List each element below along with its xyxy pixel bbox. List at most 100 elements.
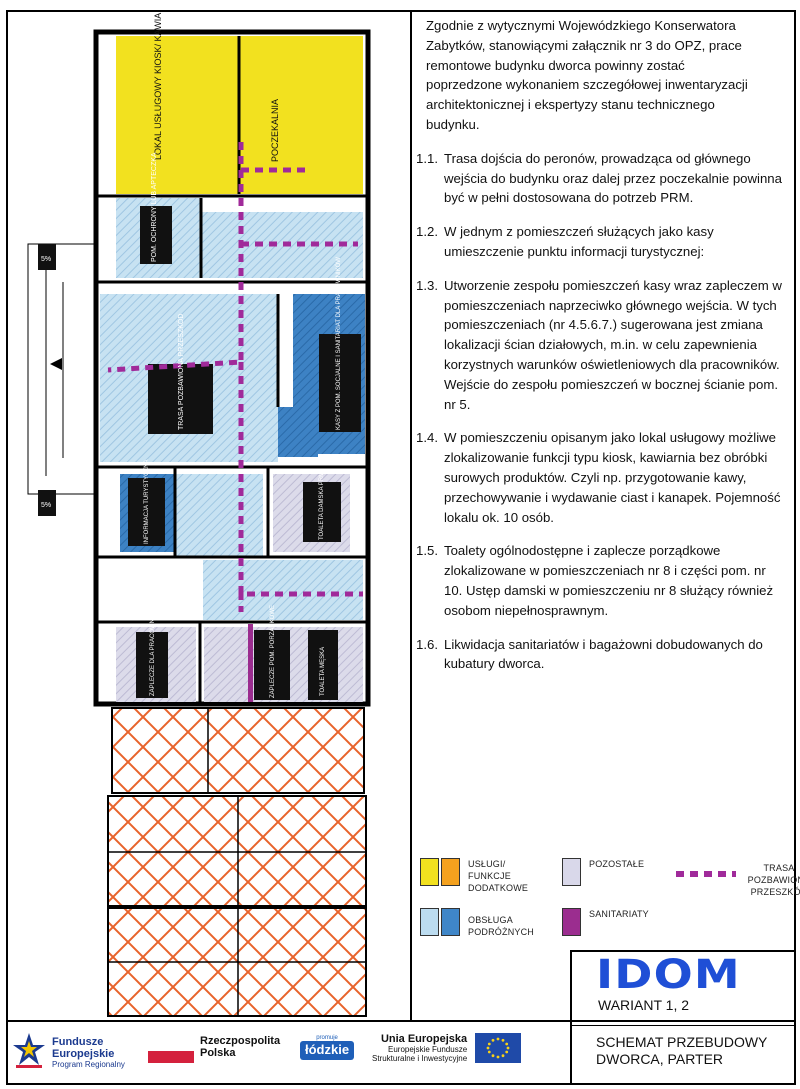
note-item: 1.2. W jednym z pomieszczeń służących jak… — [416, 222, 794, 262]
level-mark-bottom-text: 5% — [41, 502, 51, 509]
swatch-uslugi-b — [441, 858, 460, 886]
ue-sub-line2: Strukturalne i Inwestycyjne — [372, 1054, 468, 1063]
note-item: 1.6. Likwidacja sanitariatów i bagażowni … — [416, 635, 794, 675]
note-number: 1.2. — [416, 224, 438, 240]
entrance-ramp — [27, 243, 97, 495]
room-zp-label-bg — [136, 632, 168, 698]
sheet-divider — [410, 10, 412, 1020]
note-text: Utworzenie zespołu pomieszczeń kasy wraz… — [444, 277, 782, 412]
note-item: 1.1. Trasa dojścia do peronów, prowadząca… — [416, 149, 794, 208]
label-trasa: TRASA POZBAWIONA PRZESZKÓD — [176, 314, 185, 430]
annex-walls — [108, 708, 366, 1016]
notes-list: 1.1. Trasa dojścia do peronów, prowadząca… — [416, 149, 794, 674]
legend-sanitariaty-label: SANITARIATY — [589, 909, 649, 919]
swatch-trasa — [676, 871, 736, 877]
note-item: 1.5.Toalety ogólnodostępne i zaplecze po… — [416, 541, 794, 620]
legend-trasa-label: TRASA POZBAWIONA PRZESZKÓD — [747, 863, 800, 897]
ue-sub-line1: Europejskie Fundusze — [388, 1045, 468, 1054]
notes-intro: Zgodnie z wytycznymi Wojewódzkiego Konse… — [426, 18, 748, 132]
room-lower-hall — [203, 560, 363, 620]
rp-name-line1: Rzeczpospolita — [200, 1035, 281, 1047]
label-zaplecze-prac: ZAPLECZE DLA PRACOWNIKÓW — [149, 603, 156, 696]
titleblock-line — [570, 950, 572, 1085]
notes-panel: Zgodnie z wytycznymi Wojewódzkiego Konse… — [416, 16, 794, 688]
lodzkie-top: promuje — [316, 1035, 338, 1041]
note-number: 1.1. — [416, 150, 438, 166]
sheet-frame — [6, 10, 796, 1085]
label-lokal: LOKAL USŁUGOWY KIOSK/ KAWIARNIA — [153, 12, 163, 160]
legend-pozostale-label: POZOSTAŁE — [589, 859, 645, 869]
note-text: Toalety ogólnodostępne i zaplecze porząd… — [444, 543, 774, 618]
room-corridor-low — [175, 474, 263, 556]
note-text: W pomieszczeniu opisanym jako lokal usłu… — [444, 430, 781, 525]
logo-unia-europejska: Unia Europejska Europejskie Fundusze Str… — [372, 1033, 522, 1063]
ue-name: Unia Europejska — [380, 1033, 468, 1045]
swatch-pozostale — [562, 858, 581, 886]
level-mark-bottom — [38, 490, 56, 516]
room-posterunek — [140, 206, 172, 264]
rp-name-line2: Polska — [200, 1047, 236, 1059]
note-text: W jednym z pomieszczeń służących jako ka… — [444, 224, 714, 259]
label-kasy: KASY Z POM. SOCJALNE I SANITARIAT DLA PR… — [335, 257, 342, 430]
room-tm-label-bg — [308, 630, 338, 700]
fe-sub: Program Regionalny — [52, 1059, 125, 1069]
legend-sanitariaty: SANITARIATY — [562, 908, 649, 936]
fe-name-line2: Europejskie — [52, 1047, 115, 1060]
label-toaleta-meska: TOALETA MĘSKA — [320, 647, 326, 696]
level-mark-top-text: 5% — [41, 256, 51, 263]
note-item: 1.3. Utworzenie zespołu pomieszczeń kasy … — [416, 276, 794, 415]
legend-obsluga-label: OBSŁUGA PODRÓŻNYCH — [468, 915, 535, 937]
legend-obsluga: OBSŁUGA PODRÓŻNYCH — [420, 908, 538, 938]
label-zaplecze-porz: ZAPLECZE POM. PORZĄDKOWE — [270, 605, 276, 698]
level-mark-top — [38, 244, 56, 270]
room-lokal — [116, 36, 239, 194]
trasa-route — [107, 142, 363, 612]
titleblock-line — [6, 1020, 796, 1022]
eu-flag-icon — [475, 1033, 522, 1063]
room-row2-right — [201, 212, 363, 278]
legend-uslugi-label: USŁUGI/ FUNKCJE DODATKOWE — [468, 859, 529, 893]
swatch-obsluga-a — [420, 908, 439, 936]
drawing-title-line1: SCHEMAT PRZEBUDOWY — [596, 1034, 768, 1050]
demolition-annex-top — [111, 707, 365, 794]
note-text: Trasa dojścia do peronów, prowadząca od … — [444, 150, 782, 206]
fe-star-icon — [13, 1033, 45, 1068]
label-informacja: INFORMACJA TURYSTYCZNA — [144, 460, 150, 544]
swatch-uslugi-a — [420, 858, 439, 886]
label-posterunek: POM. OCHRONY LUB APTECZKA — [151, 152, 158, 262]
funding-logos: Fundusze Europejskie Program Regionalny … — [8, 1023, 568, 1083]
logo-fundusze-europejskie: Fundusze Europejskie Program Regionalny — [12, 1031, 125, 1073]
logo-rzeczpospolita: Rzeczpospolita Polska — [148, 1035, 281, 1067]
titleblock-line — [570, 1025, 796, 1026]
legend-pozostale: POZOSTAŁE — [562, 858, 644, 886]
room-kasy-lower — [278, 407, 318, 457]
floor-plan: LOKAL USŁUGOWY KIOSK/ KAWIARNIA POCZEKAL… — [27, 12, 371, 1017]
lodzkie-badge: łódzkie — [300, 1041, 355, 1060]
note-item: 1.4. W pomieszczeniu opisanym jako lokal … — [416, 428, 794, 527]
swatch-sanitariaty — [562, 908, 581, 936]
note-number: 1.4. — [416, 430, 438, 446]
fe-name-line1: Fundusze — [52, 1035, 104, 1048]
titleblock-line — [570, 950, 796, 952]
note-text: Likwidacja sanitariatów i bagażowni dobu… — [444, 636, 763, 672]
entrance-arrow — [50, 358, 62, 370]
note-number: 1.3. — [416, 277, 438, 293]
room-zpp-label-bg — [254, 630, 290, 700]
logo-lodzkie: promuje łódzkie — [300, 1035, 355, 1060]
company-logo: IDOM — [596, 952, 741, 998]
room-trasa-label-bg — [148, 364, 213, 434]
pl-flag-red — [148, 1051, 194, 1063]
legend: USŁUGI/ FUNKCJE DODATKOWE OBSŁUGA PODRÓŻ… — [412, 848, 800, 948]
variant-label: WARIANT 1, 2 — [598, 997, 690, 1013]
legend-uslugi: USŁUGI/ FUNKCJE DODATKOWE — [420, 858, 538, 894]
interior-walls — [96, 194, 368, 704]
note-number: 1.6. — [416, 636, 438, 652]
swatch-obsluga-b — [441, 908, 460, 936]
legend-trasa: TRASA POZBAWIONA PRZESZKÓD — [674, 862, 800, 898]
sanitary-wall — [248, 624, 253, 702]
drawing-title-line2: DWORCA, PARTER — [596, 1051, 724, 1067]
drawing-title: SCHEMAT PRZEBUDOWY DWORCA, PARTER — [596, 1034, 767, 1068]
demolition-annex-mid — [107, 795, 367, 907]
room-td-label-bg — [303, 482, 341, 542]
label-toaleta-damska: TOALETA DAMSKA PRM — [319, 472, 325, 540]
